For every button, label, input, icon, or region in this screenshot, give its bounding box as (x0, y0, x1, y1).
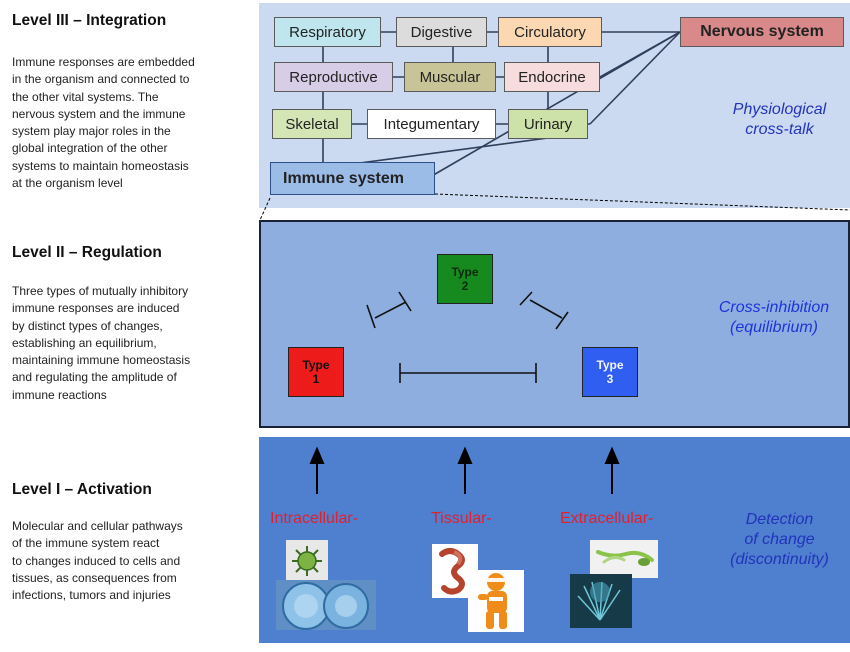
reproductive-box: Reproductive (274, 62, 393, 92)
level3-title: Level III – Integration (12, 12, 167, 29)
inhibition-2-3-bar-b (555, 311, 569, 330)
type-3-box: Type 3 (582, 347, 638, 397)
inhibition-2-3-bar-a (519, 291, 533, 306)
nervous-system-box: Nervous system (680, 17, 844, 47)
nervous-to-immune-line (429, 31, 681, 178)
inhibition-1-2-bar-b (398, 291, 412, 312)
muscular-box: Muscular (404, 62, 496, 92)
tissular-change-label: Tissular- (431, 510, 492, 527)
arrow-tissular-head (457, 446, 473, 464)
level1-title: Level I – Activation (12, 481, 152, 498)
inhibition-2-3-line (529, 299, 563, 319)
regulation-panel (259, 220, 850, 428)
level1-description: Molecular and cellular pathways of the i… (12, 519, 183, 603)
integumentary-box: Integumentary (367, 109, 496, 139)
respiratory-box: Respiratory (274, 17, 381, 47)
endocrine-box: Endocrine (504, 62, 600, 92)
immune-system-box: Immune system (270, 162, 435, 195)
level3-description: Immune responses are embedded in the org… (12, 55, 195, 191)
level2-description: Three types of mutually inhibitory immun… (12, 284, 191, 402)
virus-cell-illustration (276, 540, 376, 630)
urinary-to-immune-line (351, 137, 549, 165)
detection-of-change-label: Detection of change (discontinuity) (730, 511, 829, 568)
arrow-intracellular-head (309, 446, 325, 464)
arrow-extracellular-head (604, 446, 620, 464)
level2-title: Level II – Regulation (12, 244, 162, 261)
inhibition-1-2-bar-a (366, 304, 376, 329)
inhibition-1-2-line (374, 301, 407, 319)
digestive-box: Digestive (396, 17, 487, 47)
type-2-box: Type 2 (437, 254, 493, 304)
type-1-box: Type 1 (288, 347, 344, 397)
circulatory-box: Circulatory (498, 17, 602, 47)
urinary-box: Urinary (508, 109, 588, 139)
physiological-crosstalk-label: Physiological cross-talk (732, 101, 827, 138)
extracellular-change-label: Extracellular- (560, 510, 654, 527)
cross-inhibition-label: Cross-inhibition (equilibrium) (718, 299, 830, 336)
zoom-line-left (259, 197, 271, 221)
nervous-to-urinary-line (589, 31, 681, 125)
intracellular-change-label: Intracellular- (270, 510, 359, 527)
tissue-injury-illustration (432, 544, 524, 632)
pathogen-illustration (570, 540, 660, 628)
zoom-line-right (434, 193, 850, 211)
skeletal-box: Skeletal (272, 109, 352, 139)
